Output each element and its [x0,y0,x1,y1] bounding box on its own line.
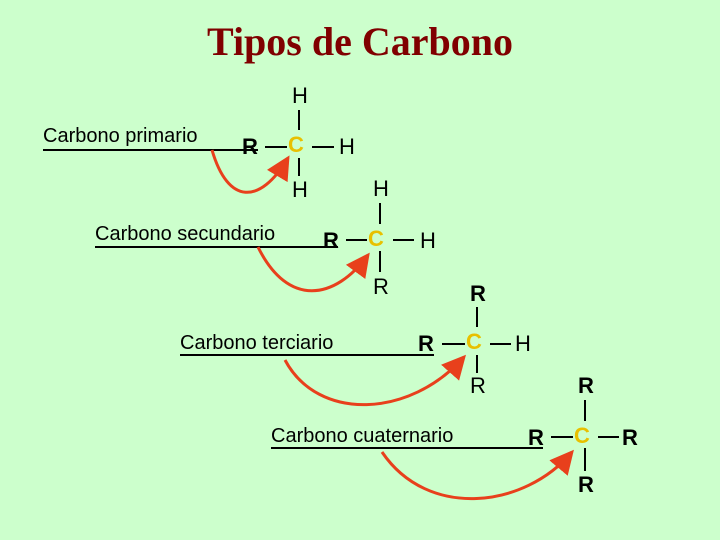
label-secundario: Carbono secundario [95,223,276,245]
terciario-arrow [283,354,466,407]
secundario-bonds [346,203,414,272]
cuaternario-arrow [380,449,574,500]
cuaternario-right-atom: R [622,425,638,450]
terciario-carbon-atom: C [466,329,482,354]
primario-left-atom: R [242,134,258,159]
secundario-bottom-atom: R [373,274,389,299]
secundario-arrow [256,246,370,293]
cuaternario-carbon-atom: C [574,423,590,448]
primario-right-atom: H [339,134,355,159]
primario-bottom-atom: H [292,177,308,202]
page-title: Tipos de Carbono [206,19,513,64]
secundario-carbon-atom: C [368,226,384,251]
label-cuaternario: Carbono cuaternario [271,425,454,447]
cuaternario-top-atom: R [578,373,594,398]
terciario-left-atom: R [418,331,434,356]
label-terciario: Carbono terciario [180,332,334,354]
terciario-right-atom: H [515,331,531,356]
primario-carbon-atom: C [288,132,304,157]
primario-bonds [265,110,334,176]
terciario-bottom-atom: R [470,373,486,398]
primario-top-atom: H [292,83,308,108]
terciario-bonds [442,307,511,373]
cuaternario-bonds [551,400,619,471]
cuaternario-left-atom: R [528,425,544,450]
secundario-top-atom: H [373,176,389,201]
label-primario: Carbono primario [43,125,198,147]
secundario-right-atom: H [420,228,436,253]
terciario-top-atom: R [470,281,486,306]
cuaternario-bottom-atom: R [578,472,594,497]
primario-arrow [210,149,290,194]
